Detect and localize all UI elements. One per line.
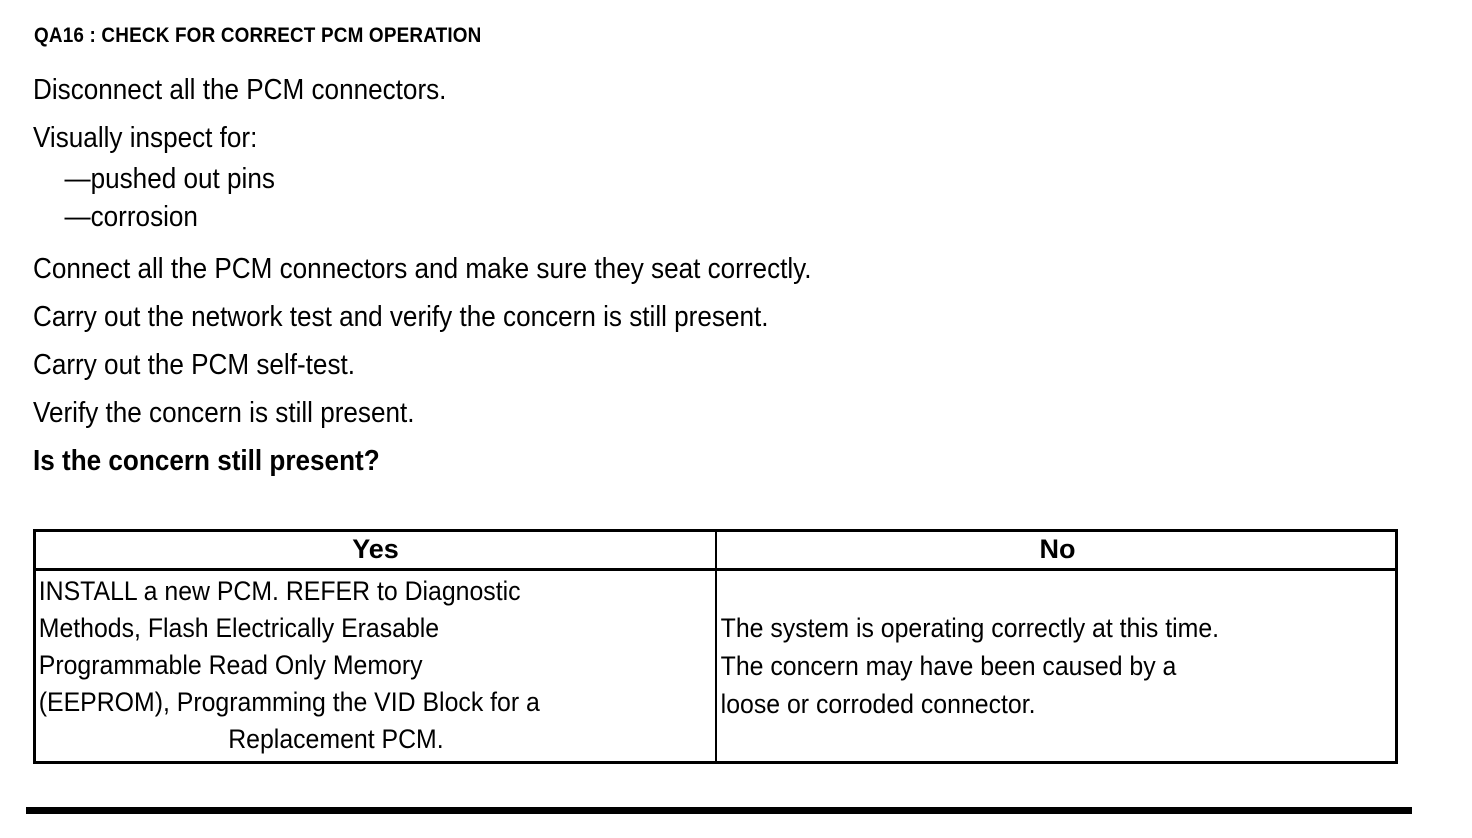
no-text-block: The system is operating correctly at thi… [717,609,1219,723]
table-header-yes: Yes [36,532,717,571]
table-header-no: No [716,532,1398,571]
step-line: Carry out the PCM self-test. [33,349,356,381]
decision-question: Is the concern still present? [33,445,380,477]
yes-outcome-cell: INSTALL a new PCM. REFER to Diagnostic M… [36,569,717,761]
yes-line-centered: Replacement PCM. [228,724,444,754]
yes-line: Programmable Read Only Memory [38,650,423,680]
no-outcome-cell: The system is operating correctly at thi… [716,570,1398,762]
section-divider-rule [26,807,1412,814]
step-line: Connect all the PCM connectors and make … [33,253,812,285]
yes-outcome-text: INSTALL a new PCM. REFER to Diagnostic M… [36,571,661,758]
table-row: INSTALL a new PCM. REFER to Diagnostic M… [36,569,1398,762]
no-line: The system is operating correctly at thi… [720,613,1220,643]
no-line: The concern may have been caused by a [720,651,1177,681]
yes-line: (EEPROM), Programming the VID Block for … [38,687,540,717]
step-line: Visually inspect for: [33,122,258,154]
procedure-steps: Disconnect all the PCM connectors. Visua… [33,66,1413,485]
step-line: Disconnect all the PCM connectors. [33,74,447,106]
inspect-bullet-item: —pushed out pins [64,163,275,195]
table-header-row: Yes No [36,532,1398,571]
yes-line: Methods, Flash Electrically Erasable [38,613,440,643]
no-line: loose or corroded connector. [720,689,1036,719]
step-line: Carry out the network test and verify th… [33,301,769,333]
yes-no-result-table: Yes No INSTALL a new PCM. REFER to Diagn… [33,529,1398,764]
page-title: QA16 : CHECK FOR CORRECT PCM OPERATION [34,24,482,47]
yes-line: INSTALL a new PCM. REFER to Diagnostic [38,576,521,606]
step-line: Verify the concern is still present. [33,397,415,429]
no-outcome-text: The system is operating correctly at thi… [717,571,1398,761]
inspect-bullet-item: —corrosion [64,201,198,233]
